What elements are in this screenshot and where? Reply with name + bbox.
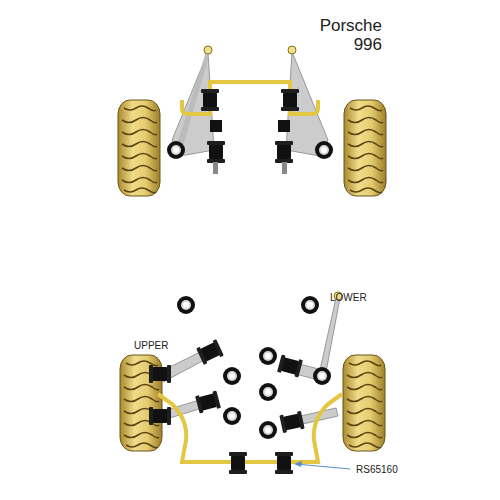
diagram-title: Porsche 996 [312, 16, 382, 54]
part-label: RS65160 [356, 464, 398, 476]
part-label: LOWER [330, 292, 367, 304]
part-label: UPPER [134, 340, 168, 352]
